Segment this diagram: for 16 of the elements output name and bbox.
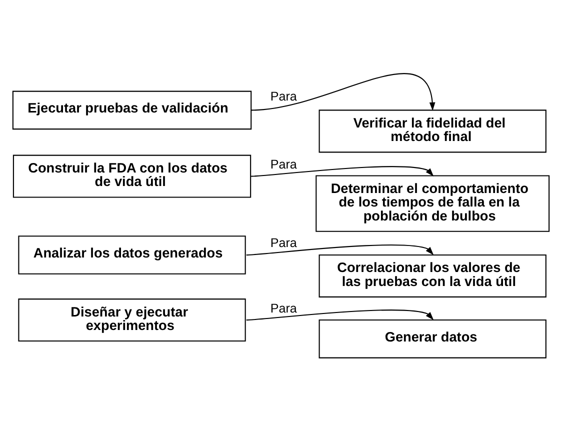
node-box: Construir la FDA con los datos de vida útil — [12, 154, 252, 198]
edge-label: Para — [270, 236, 297, 250]
node-box: Determinar el comportamiento de los tiempos de falla en la población de bulbos — [316, 174, 550, 232]
arrow — [246, 244, 434, 255]
arrow — [251, 166, 434, 176]
node-box: Ejecutar pruebas de validación — [12, 90, 252, 130]
node-box: Correlacionar los valores de las pruebas con la vida útil — [318, 254, 546, 297]
edge-label: Para — [270, 157, 297, 172]
edge-label: Para — [270, 300, 297, 315]
node-box: Verificar la fidelidad del método final — [318, 109, 546, 152]
arrow — [251, 72, 436, 110]
arrow — [246, 309, 434, 320]
node-box: Generar datos — [318, 319, 546, 358]
edge-label: Para — [270, 88, 297, 103]
node-box: Diseñar y ejecutar experimentos — [18, 298, 246, 342]
node-box: Analizar los datos generados — [18, 235, 246, 274]
